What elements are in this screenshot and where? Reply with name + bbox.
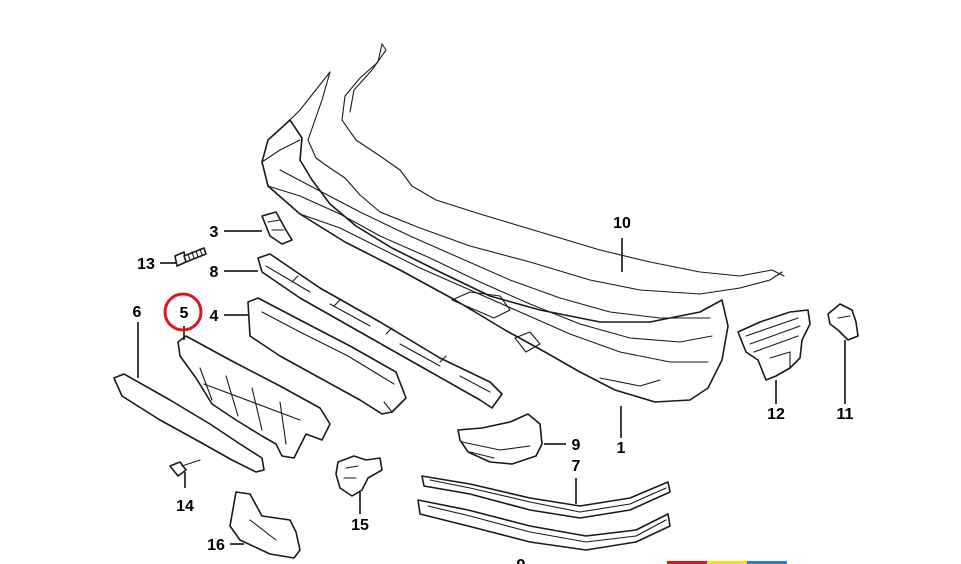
leader-lines: [137, 230, 846, 545]
part-14-bolt: [169, 459, 201, 477]
callout-3: 3: [210, 224, 219, 241]
part-5-grille: [177, 335, 331, 459]
callout-11: 11: [837, 406, 854, 423]
part-15-clip: [335, 455, 383, 497]
part-9-air-duct: [457, 413, 543, 465]
part-16-bracket: [229, 491, 301, 559]
callout-14: 14: [176, 498, 194, 515]
part-12-side-bracket: [737, 309, 811, 381]
callout-9: 9: [572, 437, 581, 454]
callout-15: 15: [351, 517, 369, 534]
callout-7: 7: [572, 458, 581, 475]
part-lower-trim: [417, 499, 671, 551]
callout-4: 4: [210, 308, 219, 325]
color-bar-yellow: [707, 561, 747, 564]
callout-1: 1: [617, 440, 626, 457]
highlight-circle-5: [163, 292, 203, 332]
callout-8: 8: [210, 264, 219, 281]
callout-5: 5: [180, 305, 189, 322]
part-7-moulding: [421, 475, 671, 519]
callout-9-bottom: 9: [517, 557, 526, 564]
callout-13: 13: [137, 256, 155, 273]
color-bar-red: [667, 561, 707, 564]
part-4-plate-base: [247, 297, 407, 415]
part-8-mounting-rail: [257, 253, 503, 409]
callout-10: 10: [613, 215, 631, 232]
callout-16: 16: [207, 537, 225, 554]
part-1-bumper-shell: [261, 71, 729, 403]
part-10-trim-strip: [307, 43, 785, 295]
part-13-screw: [174, 247, 207, 267]
color-bar: [667, 561, 787, 564]
part-11-side-clip: [827, 303, 859, 341]
callout-6: 6: [133, 304, 142, 321]
color-bar-blue: [747, 561, 787, 564]
part-6-strip: [113, 373, 265, 473]
callout-12: 12: [767, 406, 785, 423]
part-3-clip: [261, 211, 293, 245]
callout-numbers: 10 1 3 8 13 4 5 6 14 16 15 9 7 12 11 9: [133, 215, 854, 564]
